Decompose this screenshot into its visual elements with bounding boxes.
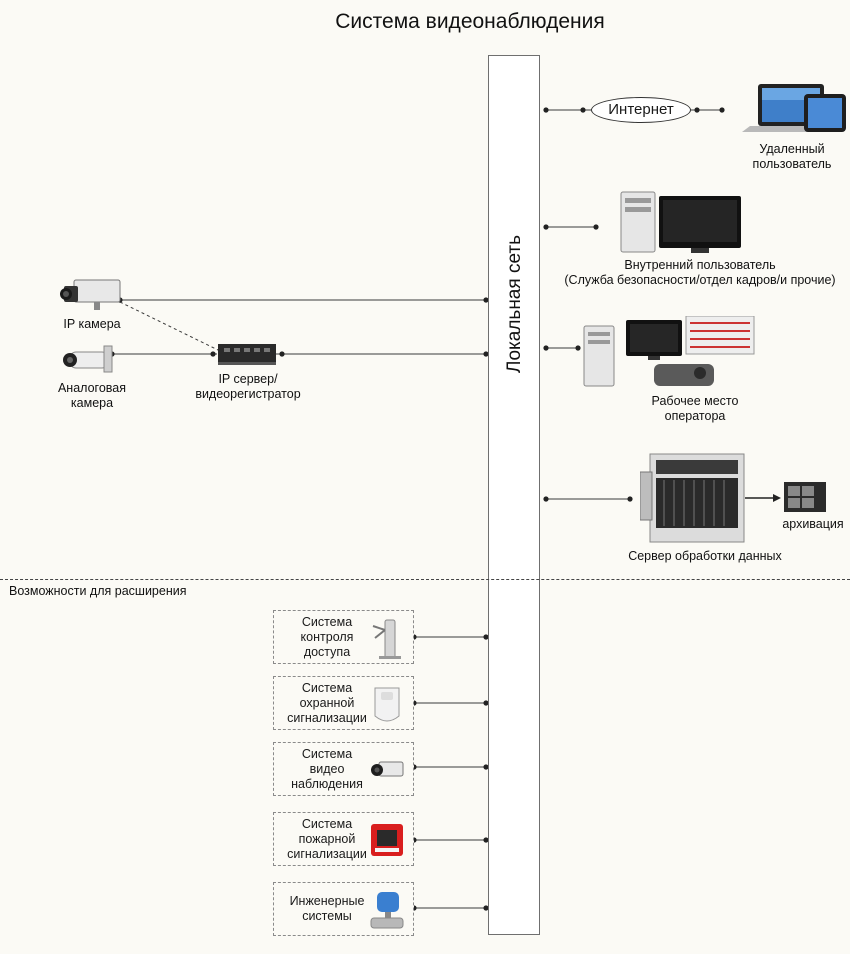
lan-label: Локальная сеть [504, 235, 525, 373]
expansion-security-alarm: Система охранной сигнализации [273, 676, 414, 730]
expansion-label: Инженерные системы [289, 894, 365, 923]
expansion-access-control: Система контроля доступа [273, 610, 414, 664]
expansion-title: Возможности для расширения [9, 584, 187, 598]
valve-icon [370, 892, 404, 929]
ip-camera-label: IP камера [63, 317, 121, 331]
expansion-label: Система охранной сигнализации [287, 680, 367, 725]
diagram-title: Система видеонаблюдения [335, 10, 605, 33]
remote-user-label: Удаленный пользователь [752, 142, 832, 171]
operator-workstation-icon [583, 316, 755, 387]
video-recorder-icon [218, 344, 276, 365]
operator-workstation-label: Рабочее место оператора [651, 394, 739, 423]
expansion-label: Система пожарной сигнализации [287, 816, 367, 861]
motion-sensor-icon [374, 687, 400, 722]
expansion-divider [0, 579, 850, 580]
lan-bus [488, 55, 540, 935]
expansion-fire-alarm: Система пожарной сигнализации [273, 812, 414, 866]
storage-archive-icon [784, 482, 826, 512]
data-server-label: Сервер обработки данных [628, 549, 782, 563]
server-rack-icon [640, 453, 745, 543]
desktop-computer-icon [620, 191, 741, 253]
analog-camera-icon [63, 345, 113, 373]
internal-user-label: Внутренний пользователь (Служба безопасн… [564, 258, 836, 287]
expansion-label: Система контроля доступа [300, 614, 354, 659]
expansion-engineering: Инженерные системы [273, 882, 414, 936]
ip-camera-icon [60, 279, 121, 310]
cctv-camera-icon [371, 761, 404, 777]
analog-camera-label: Аналоговая камера [57, 381, 127, 410]
internet-cloud: Интернет [591, 97, 691, 123]
expansion-label: Система видео наблюдения [291, 746, 363, 791]
turnstile-icon [372, 619, 401, 659]
laptop-tablet-icon [742, 84, 846, 132]
fire-alarm-icon [371, 824, 403, 856]
archiving-label: архивация [782, 517, 844, 531]
ip-server-recorder-label: IP сервер/ видеорегистратор [195, 372, 301, 401]
expansion-video-surveillance: Система видео наблюдения [273, 742, 414, 796]
